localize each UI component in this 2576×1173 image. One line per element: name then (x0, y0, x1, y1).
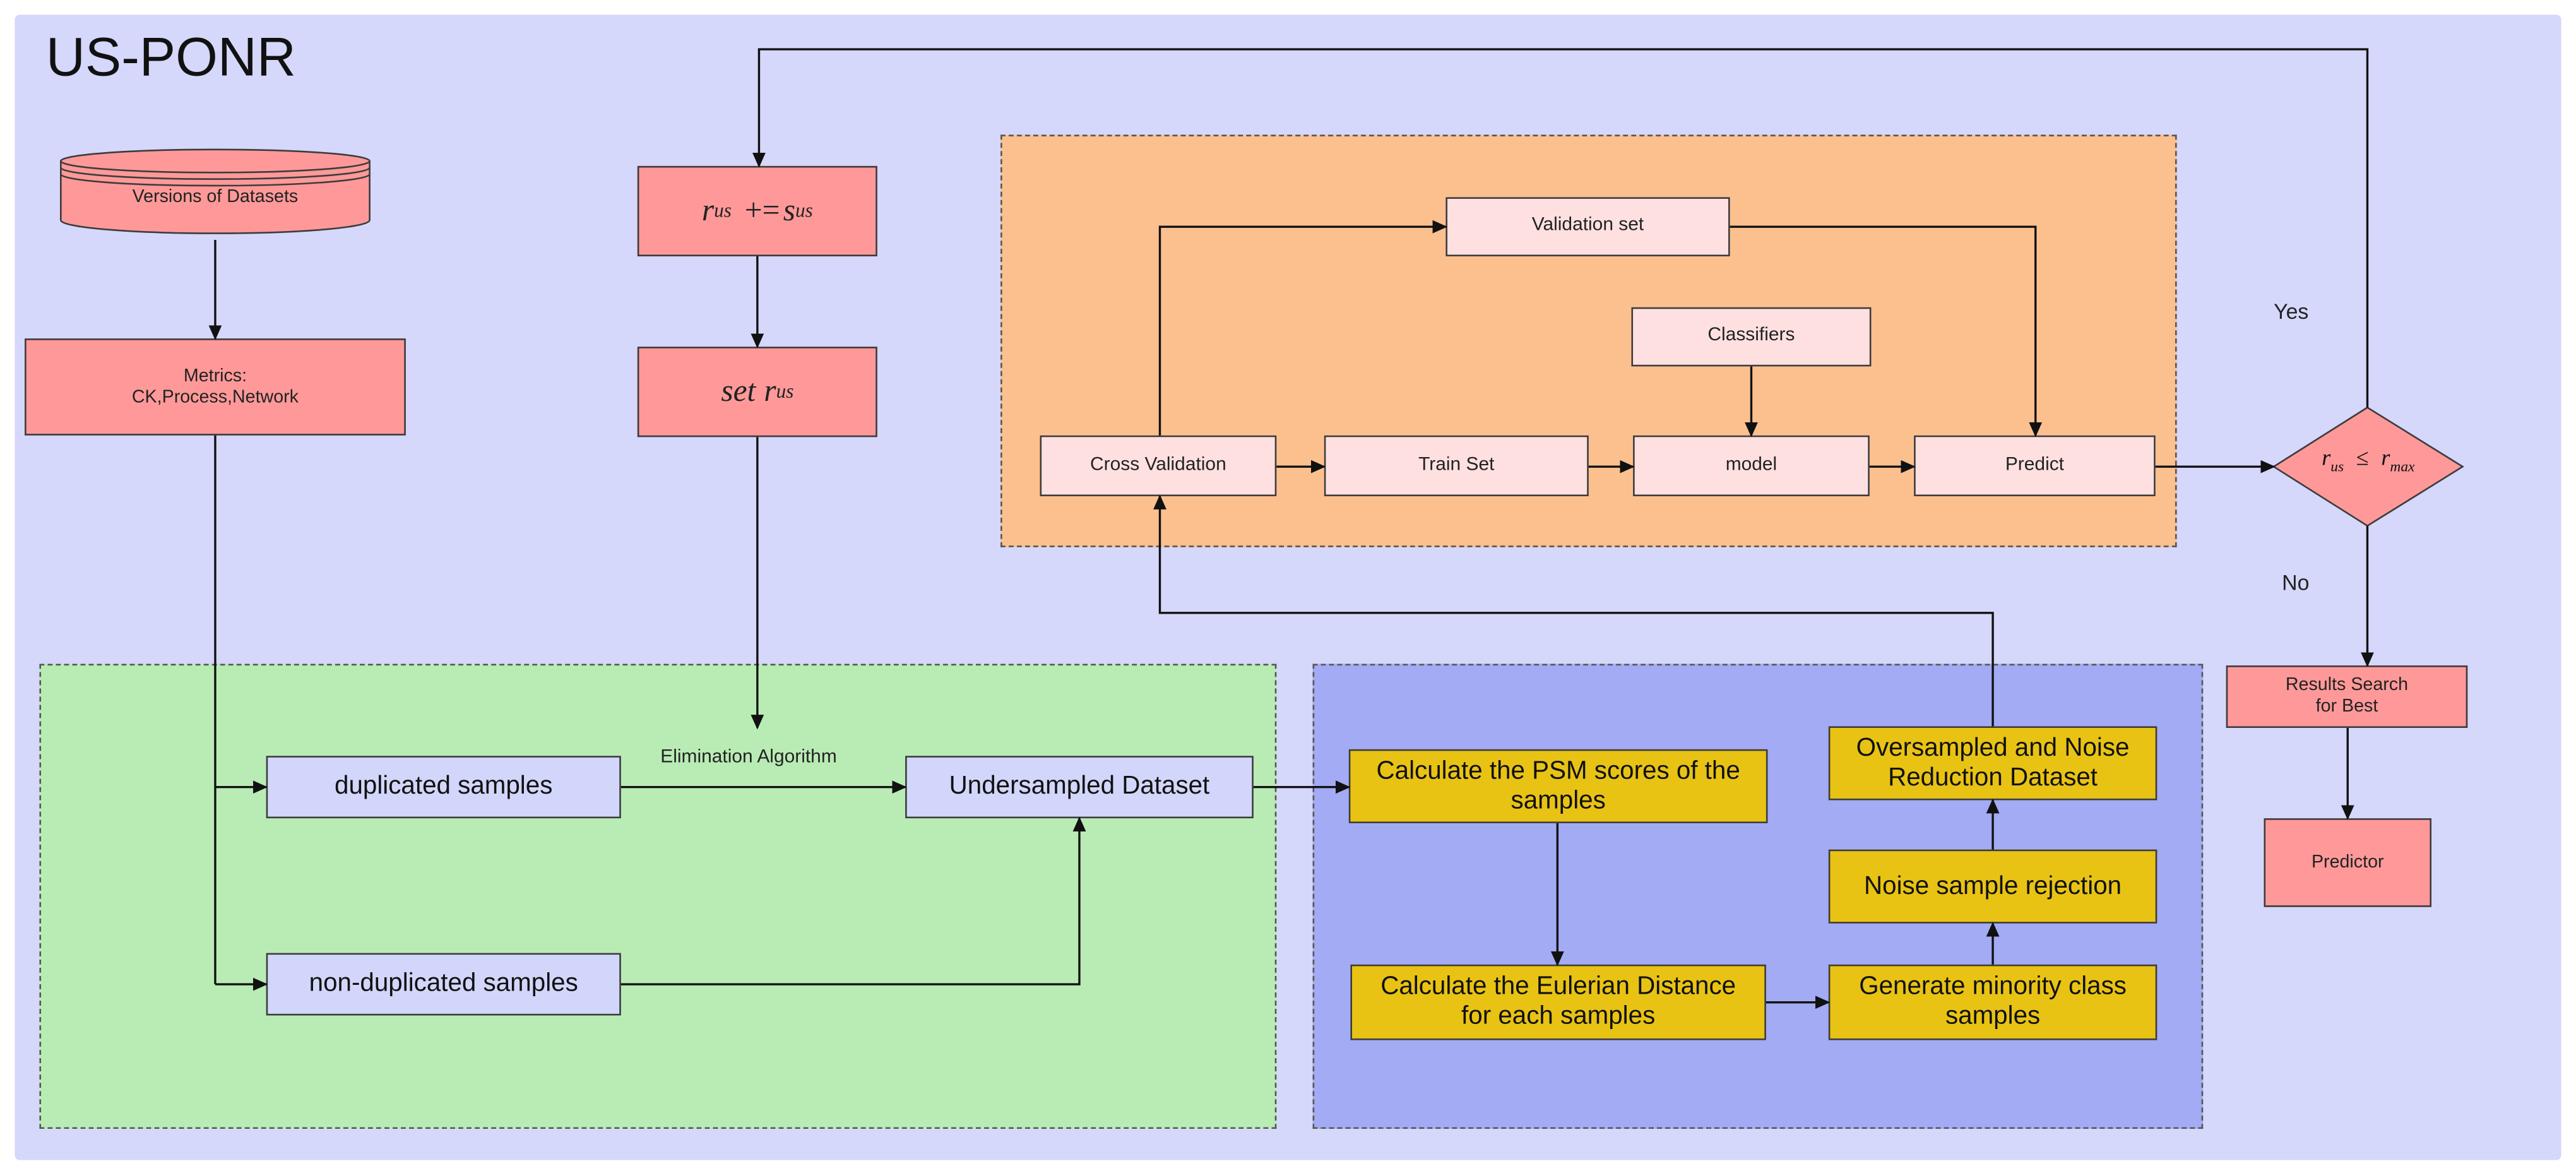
arrow-yes-loop (752, 48, 2369, 408)
psm-line-2: samples (1511, 786, 1606, 814)
rus-subscript: us (714, 198, 732, 222)
oversampled-dataset-node: Oversampled and Noise Reduction Dataset (1828, 726, 2158, 801)
set-word: set (721, 374, 756, 408)
less-equal-operator: ≤ (2356, 446, 2369, 472)
model-node: model (1633, 435, 1870, 497)
metrics-line-1: Metrics: (183, 366, 247, 386)
yes-label: Yes (2274, 299, 2309, 324)
undersampled-dataset-node: Undersampled Dataset (905, 756, 1254, 819)
cross-validation-node: Cross Validation (1040, 435, 1277, 497)
sus-symbol: s (783, 193, 796, 228)
predictor-node: Predictor (2264, 818, 2431, 907)
condition-rus-subscript: us (2330, 458, 2344, 475)
condition-label: rus ≤ rmax (2270, 447, 2466, 475)
plus-equals-operator: += (744, 193, 780, 228)
non-duplicated-samples-node: non-duplicated samples (266, 953, 621, 1016)
sus-subscript: us (795, 198, 813, 222)
no-label: No (2282, 570, 2310, 595)
results-search-node: Results Search for Best (2226, 665, 2468, 728)
results-line-2: for Best (2315, 696, 2378, 717)
oversampled-line-1: Oversampled and Noise (1856, 734, 2130, 762)
generate-line-1: Generate minority class (1859, 973, 2127, 1001)
metrics-line-2: CK,Process,Network (131, 386, 299, 407)
classifiers-node: Classifiers (1631, 307, 1872, 367)
diagram-title: US-PONR (45, 26, 296, 87)
arrow-validation-set-to-predict (1730, 225, 2043, 438)
eulerian-line-1: Calculate the Eulerian Distance (1380, 973, 1736, 1001)
results-line-1: Results Search (2285, 676, 2409, 696)
psm-scores-node: Calculate the PSM scores of the samples (1348, 749, 1768, 823)
set-rus-symbol: r (764, 374, 776, 408)
condition-rmax-subscript: max (2390, 458, 2415, 475)
oversampled-line-2: Reduction Dataset (1888, 763, 2098, 792)
arrow-non-duplicated-to-undersampled (620, 816, 1086, 985)
elimination-algorithm-label: Elimination Algorithm (660, 747, 837, 768)
validation-set-node: Validation set (1445, 197, 1730, 257)
arrow-oversampled-to-cross-validation (1153, 494, 1994, 727)
generate-line-2: samples (1945, 1002, 2041, 1030)
duplicated-samples-node: duplicated samples (266, 756, 621, 819)
psm-line-1: Calculate the PSM scores of the (1376, 757, 1740, 785)
versions-of-datasets-label: Versions of Datasets (132, 187, 299, 207)
arrow-cv-to-validation-set (1158, 220, 1447, 436)
metrics-node: Metrics: CK,Process,Network (25, 338, 406, 436)
set-rus-subscript: us (776, 379, 794, 402)
undersampling-panel (39, 664, 1277, 1129)
rus-symbol: r (701, 193, 715, 228)
condition-rus-symbol: r (2322, 446, 2331, 472)
generate-minority-node: Generate minority class samples (1828, 964, 2158, 1040)
condition-rmax-symbol: r (2381, 446, 2390, 472)
eulerian-line-2: for each samples (1461, 1002, 1656, 1030)
noise-rejection-node: Noise sample rejection (1828, 849, 2158, 924)
database-icon (59, 148, 371, 234)
